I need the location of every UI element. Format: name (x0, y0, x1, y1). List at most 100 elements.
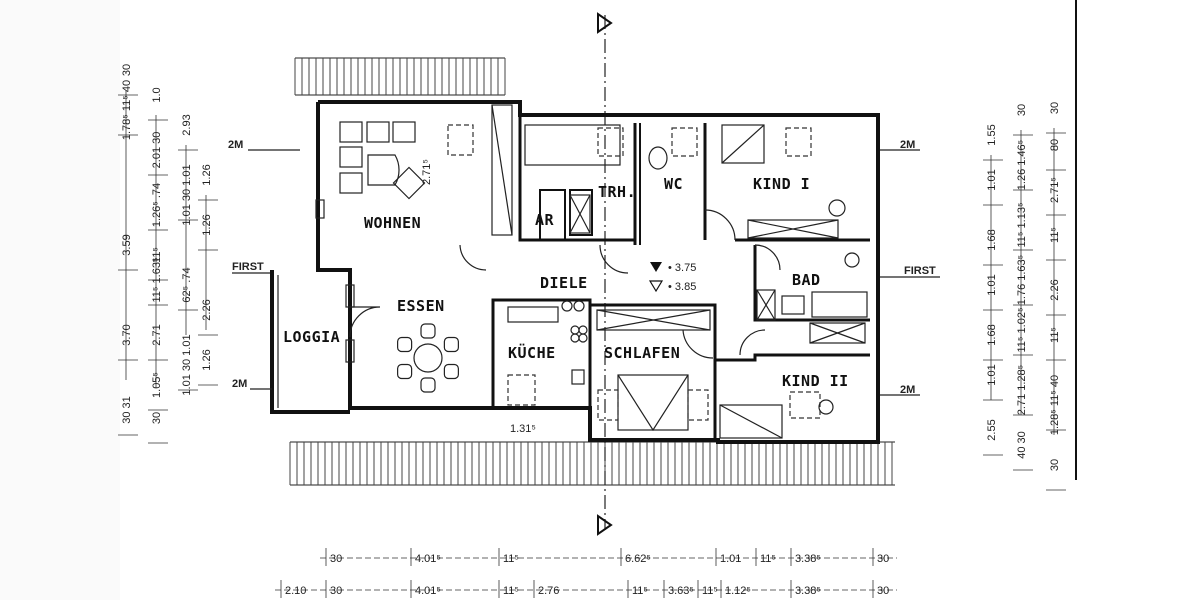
dimension-label: 1.01 (720, 553, 741, 565)
label-2m-right-bottom: 2M (900, 384, 915, 396)
dimension-label: 30 (1049, 459, 1061, 471)
dimension-label: 1.26 (201, 214, 213, 235)
dimension-label: 11⁵ (702, 585, 718, 597)
level-markers: • 3.75 • 3.85 (648, 262, 696, 293)
dimension-label: 3.63⁵ (668, 585, 694, 597)
dimension-label: 3.70 (121, 324, 133, 345)
dimension-label: 30 (877, 585, 889, 597)
dimension-label: 4.01⁵ (415, 553, 441, 565)
dimension-label: 30 (1016, 104, 1028, 116)
dimension-label: 11⁵ (151, 247, 163, 263)
label-wohnen-height: 2.71⁵ (421, 159, 433, 185)
interior-walls (491, 115, 870, 442)
dimension-label: 2.76 (538, 585, 559, 597)
dimension-label: 3.38⁵ (795, 553, 821, 565)
label-kitchen-sill: 1.31⁵ (510, 423, 536, 435)
section-line (597, 12, 613, 536)
dimension-label: 30 (330, 553, 342, 565)
dimension-label: 30 (121, 64, 133, 76)
dimension-label: 2.71 (151, 324, 163, 345)
dimension-label: 30 31 (121, 396, 133, 424)
dimension-label: 2.71 1.28⁵ (1016, 365, 1028, 415)
dimension-label: 11⁵ (632, 585, 648, 597)
level-upper: • 3.75 (668, 262, 696, 274)
dimension-label: 3.59 (121, 234, 133, 255)
dimension-label: 11⁵ 1.13⁵ (1016, 202, 1028, 247)
dimension-label: 30 (151, 412, 163, 424)
chair (397, 363, 413, 380)
dimension-label: 3.38⁵ (795, 585, 821, 597)
dimension-label: 2.93 (181, 114, 193, 135)
chair (397, 336, 413, 353)
room-label-diele: DIELE (540, 274, 588, 292)
label-first-right: FIRST (904, 265, 936, 277)
room-label-ar: AR (535, 211, 555, 229)
chair (420, 377, 436, 393)
dimension-label: 1.26 (201, 164, 213, 185)
hatch-band-top (294, 57, 506, 96)
dimension-label: 30 (1049, 102, 1061, 114)
dimension-label: 4.01⁵ (415, 585, 441, 597)
room-label-schlafen: SCHLAFEN (604, 344, 680, 362)
dimension-label: 1.76 1.63⁵ (1016, 255, 1028, 305)
chair (443, 363, 459, 380)
room-label-loggia: LOGGIA (283, 328, 340, 346)
room-label-bad: BAD (792, 271, 821, 289)
dimension-label: 11⁵ (503, 553, 519, 565)
dimension-label: 62⁵ .74 (181, 267, 193, 302)
dimension-label: 30 (330, 585, 342, 597)
room-label-kind-1: KIND I (753, 175, 810, 193)
dimension-label: 1.55 (986, 124, 998, 145)
annotations: 2M 2M 2M 2M FIRST FIRST 2.71⁵ 1.31⁵ (228, 139, 940, 435)
section-marker-bottom-icon (597, 514, 613, 536)
dimension-label: 80 (1049, 139, 1061, 151)
room-label-wc: WC (664, 175, 683, 193)
section-marker-top-icon (597, 12, 613, 34)
dimension-label: 1.28⁵ 11⁵ 40 (1049, 375, 1061, 435)
dimension-label: 11⁵ (503, 585, 519, 597)
dimension-label: 1.26 1.46⁵ (1016, 140, 1028, 190)
label-2m-left-top: 2M (228, 139, 243, 151)
label-2m-left-bottom: 2M (232, 378, 247, 390)
dimension-label: 1.12⁵ (725, 585, 751, 597)
chair (420, 323, 436, 339)
room-label-wohnen: WOHNEN (364, 214, 421, 232)
room-label-trh: TRH. (598, 183, 636, 201)
dimension-label: 2.10 (285, 585, 306, 597)
dimension-label: 1.0 (151, 87, 163, 102)
dimension-label: 11⁵ (1049, 327, 1061, 343)
dimension-label: 1.01 (986, 274, 998, 295)
dimension-label: 11⁵ (1049, 227, 1061, 243)
dimension-label: 1.26⁵ .74 (151, 183, 163, 227)
dimension-lines: 30 4.01⁵ 11⁵ 6.62⁵ 1.01 11⁵ 3.38⁵ 30 2.10 30 4.01⁵… (118, 64, 1066, 598)
dimension-label: 2.26 (1049, 279, 1061, 300)
dimension-label: 30 (877, 553, 889, 565)
dimension-label: 1.01 (986, 364, 998, 385)
level-lower: • 3.85 (668, 281, 696, 293)
dimension-label: 2.01 30 (151, 132, 163, 169)
dimension-label: 40 30 (1016, 431, 1028, 459)
dimension-label: 1.01 30 1.01 (181, 164, 193, 225)
dimension-label: 1.05⁵ (151, 372, 163, 398)
dimension-label: 1.01 30 1.01 (181, 334, 193, 395)
dimension-label: 1.68 (986, 229, 998, 250)
dimension-label: 1.01 (986, 169, 998, 190)
furniture (339, 121, 868, 439)
room-label-essen: ESSEN (397, 297, 445, 315)
dimension-label: 11⁵ 1.63⁵ (151, 257, 163, 302)
doors (349, 209, 781, 359)
label-2m-right-top: 2M (900, 139, 915, 151)
left-margin (0, 0, 120, 600)
level-filled-triangle-icon (650, 262, 662, 272)
room-label-kind-2: KIND II (782, 372, 849, 390)
dimension-label: 6.62⁵ (625, 553, 651, 565)
room-labels: WOHNEN ESSEN LOGGIA AR TRH. WC KIND I BA… (283, 175, 849, 390)
dimension-label: 2.71⁵ (1049, 177, 1061, 203)
dimension-label: 1.78⁵ 11⁵ 40 (121, 80, 133, 140)
dimension-label: 2.55 (986, 419, 998, 440)
dimension-label: 11⁵ 1.02⁵ (1016, 307, 1028, 352)
room-label-kueche: KÜCHE (508, 343, 556, 362)
chair (443, 336, 459, 353)
